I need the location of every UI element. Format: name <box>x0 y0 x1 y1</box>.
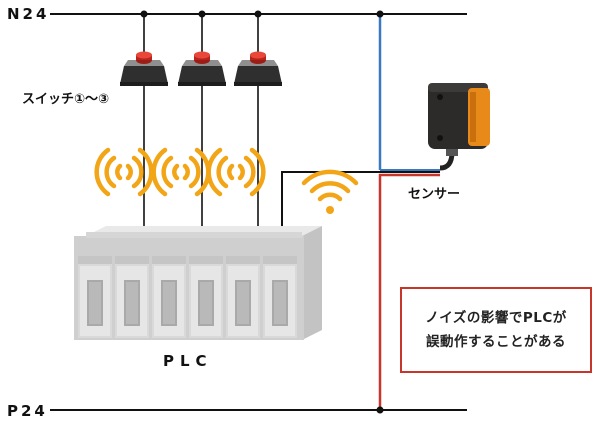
photo-sensor-icon <box>428 83 490 171</box>
push-button-switch-icon <box>234 51 282 86</box>
plc-label: PLC <box>163 352 213 370</box>
plc-module <box>152 256 186 338</box>
sensor-label: センサー <box>408 187 460 202</box>
sensor-red-wire <box>378 173 440 410</box>
junction-dot <box>376 406 384 414</box>
wireless-noise-icon <box>97 150 152 194</box>
wireless-noise-icon <box>209 150 264 194</box>
sensor-signal-wire <box>281 171 440 232</box>
p24-label: P24 <box>7 402 48 420</box>
n24-label: N24 <box>7 5 49 23</box>
wireless-noise-icon <box>154 150 209 194</box>
plc-module <box>226 256 260 338</box>
junction-dot <box>376 10 384 18</box>
note-line-1: ノイズの影響でPLCが <box>425 310 567 326</box>
plc-module <box>115 256 149 338</box>
plc-module <box>78 256 112 338</box>
noise-warning-box: ノイズの影響でPLCが 誤動作することがある <box>400 287 592 373</box>
plc-module <box>189 256 223 338</box>
plc-module <box>263 256 297 338</box>
switch-label: スイッチ①〜③ <box>22 92 109 107</box>
push-button-switch-icon <box>178 51 226 86</box>
note-line-2: 誤動作することがある <box>426 334 566 350</box>
junction-dot <box>140 10 148 18</box>
wireless-noise-icon <box>301 169 359 214</box>
junction-dot <box>254 10 262 18</box>
push-button-switch-icon <box>120 51 168 86</box>
junction-dot <box>198 10 206 18</box>
